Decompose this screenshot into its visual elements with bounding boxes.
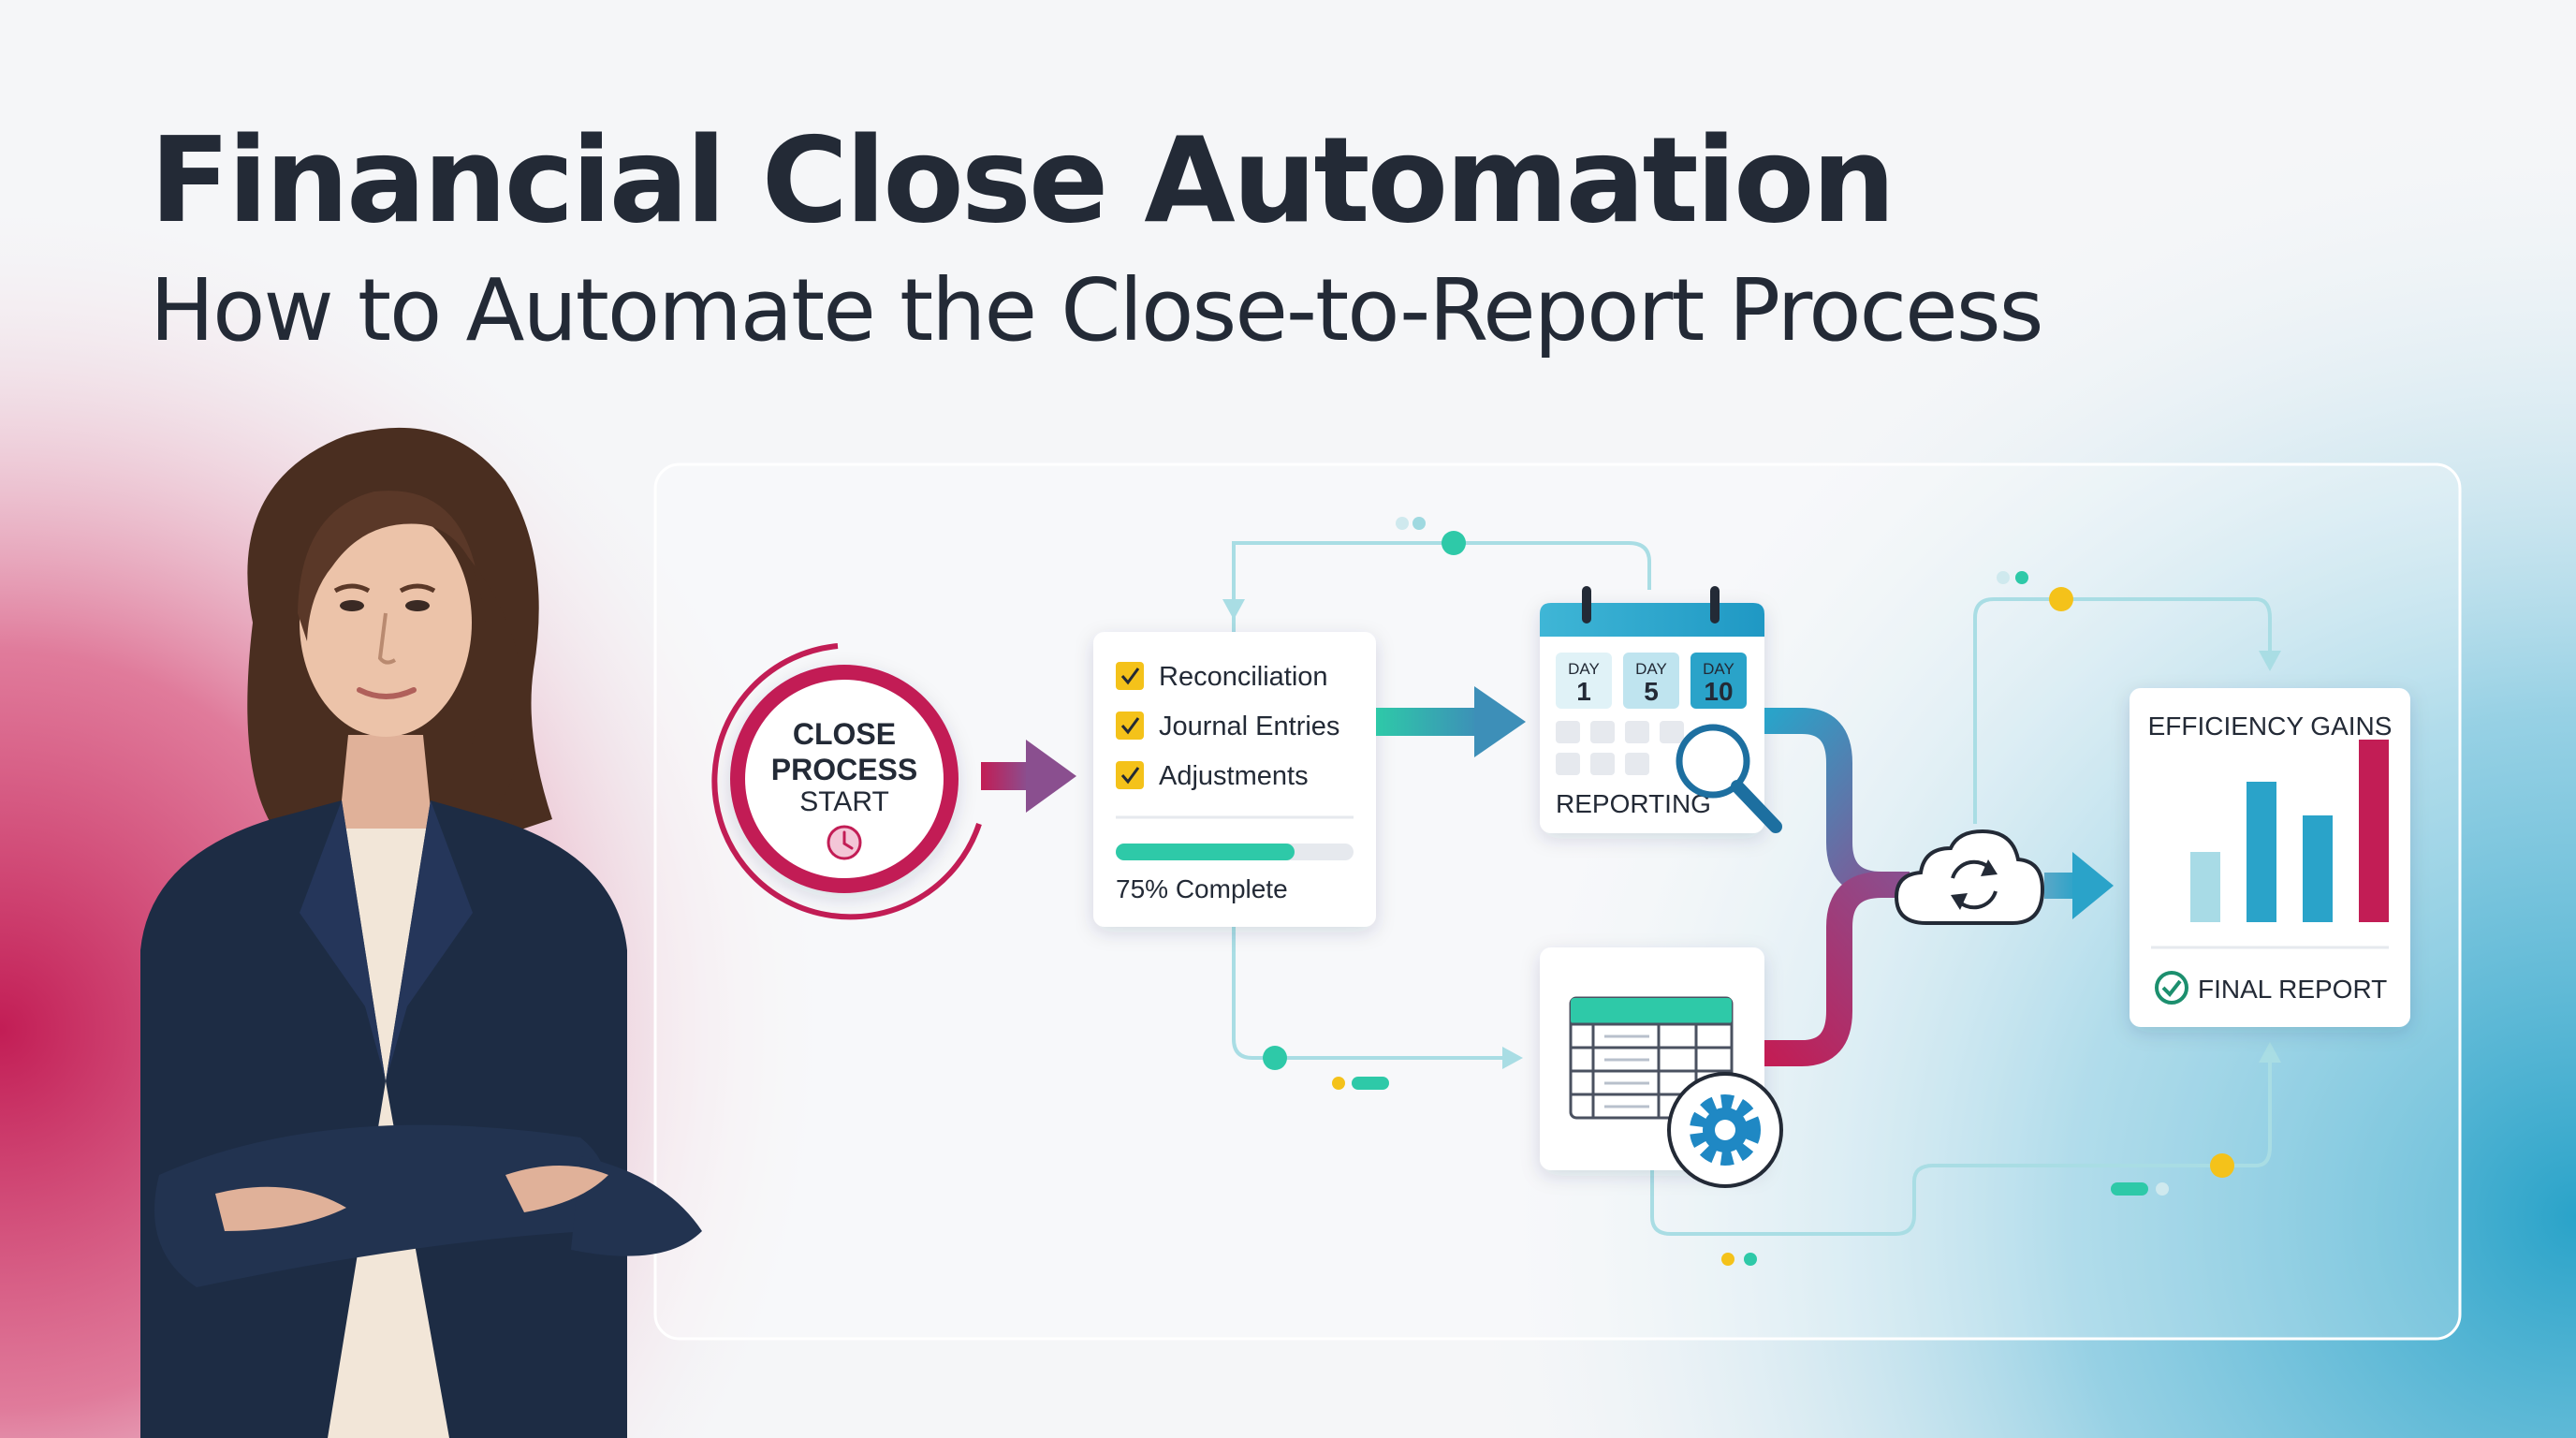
day-number: 10 — [1704, 677, 1733, 706]
calendar-day: DAY 5 — [1623, 653, 1679, 709]
businesswoman-portrait — [140, 427, 702, 1438]
page-title: Financial Close Automation — [150, 111, 1895, 249]
checklist-item: Journal Entries — [1116, 712, 1339, 741]
checklist-label: Reconciliation — [1159, 662, 1328, 692]
page-subtitle: How to Automate the Close-to-Report Proc… — [150, 260, 2044, 360]
calendar-day: DAY 10 — [1690, 653, 1747, 709]
gear-icon — [1667, 1072, 1783, 1188]
calendar-caption: REPORTING — [1556, 789, 1711, 818]
report-bar — [2190, 852, 2220, 922]
day-label: DAY — [1568, 660, 1600, 678]
check-icon — [1116, 761, 1144, 789]
report-bar — [2359, 740, 2389, 922]
decor-dots — [1263, 517, 2234, 1266]
report-bar — [2247, 782, 2276, 922]
checklist-card: Reconciliation Journal Entries Adjustmen… — [1093, 632, 1376, 927]
day-number: 5 — [1644, 677, 1659, 706]
header: Financial Close Automation How to Automa… — [150, 111, 2044, 360]
checklist-item: Adjustments — [1116, 761, 1309, 791]
cloud-sync-icon — [1894, 829, 2045, 925]
start-node-line1: CLOSE — [793, 717, 896, 751]
checklist-label: Journal Entries — [1159, 712, 1339, 741]
checklist-label: Adjustments — [1159, 761, 1309, 791]
report-card: EFFICIENCY GAINS FINAL REPORT — [2130, 688, 2410, 1027]
progress-label: 75% Complete — [1116, 874, 1288, 903]
check-icon — [1116, 712, 1144, 740]
start-node-line2: PROCESS — [771, 753, 917, 786]
day-number: 1 — [1576, 677, 1591, 706]
checklist-item: Reconciliation — [1116, 662, 1328, 692]
spreadsheet-card — [1540, 947, 1783, 1188]
report-title: EFFICIENCY GAINS — [2148, 712, 2393, 741]
report-footer: FINAL REPORT — [2198, 975, 2387, 1004]
check-icon — [1116, 662, 1144, 690]
check-circle-icon — [2155, 971, 2188, 1005]
arrow-start-to-checklist — [981, 740, 1076, 813]
start-node-line3: START — [799, 786, 889, 817]
progress-fill — [1116, 844, 1295, 860]
arrow-sync-to-report — [2044, 852, 2114, 919]
day-label: DAY — [1703, 660, 1734, 678]
connector-arrowheads — [1222, 599, 2281, 1069]
day-label: DAY — [1635, 660, 1667, 678]
calendar-card: DAY 1 DAY 5 DAY 10 REPORTING — [1540, 586, 1782, 833]
arrow-checklist-to-calendar — [1376, 686, 1526, 757]
report-bar — [2303, 815, 2333, 922]
close-process-start-node: CLOSE PROCESS START — [711, 643, 982, 920]
calendar-day: DAY 1 — [1556, 653, 1612, 709]
connector-lines — [1232, 541, 2272, 1236]
clock-icon — [827, 825, 862, 860]
report-bars — [2190, 740, 2389, 922]
flow-spreadsheet-to-sync — [1764, 872, 1910, 1066]
magnifier-icon — [1676, 724, 1782, 833]
calendar-grid — [1556, 721, 1684, 775]
